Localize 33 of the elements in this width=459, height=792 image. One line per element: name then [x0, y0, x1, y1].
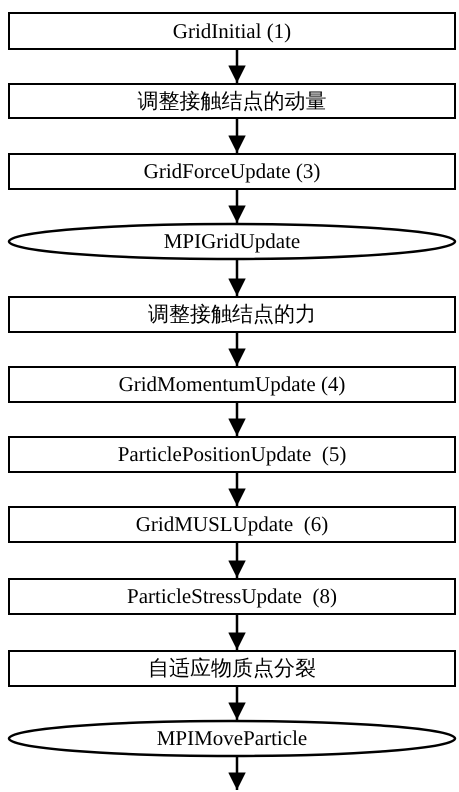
step-label: 调整接触结点的动量 [138, 90, 326, 112]
process-box [8, 153, 456, 190]
process-box [8, 506, 456, 543]
process-ellipse [8, 720, 456, 757]
step-label: GridForceUpdate (3) [144, 161, 320, 182]
process-box [8, 83, 456, 119]
step-label: GridInitial (1) [172, 20, 292, 42]
arrow [228, 615, 246, 650]
arrow [228, 757, 246, 790]
step-label: 自适应物质点分裂 [148, 658, 316, 679]
step-label: ParticleStressUpdate (8) [127, 586, 337, 607]
arrow [228, 333, 246, 366]
step-label: MPIGridUpdate [164, 231, 300, 252]
step-label: MPIMoveParticle [156, 728, 308, 749]
process-box [8, 366, 456, 403]
arrow [228, 119, 246, 153]
arrow [228, 403, 246, 436]
arrow [228, 260, 246, 296]
process-box [8, 578, 456, 615]
step-label: 调整接触结点的力 [148, 304, 316, 325]
process-box [8, 296, 456, 333]
step-label: ParticlePositionUpdate (5) [118, 444, 346, 465]
arrow [228, 687, 246, 720]
arrow [228, 543, 246, 578]
arrow [228, 190, 246, 223]
process-box [8, 650, 456, 687]
process-box [8, 12, 456, 50]
step-label: GridMomentumUpdate (4) [118, 374, 346, 395]
arrow [228, 50, 246, 83]
process-ellipse [8, 223, 456, 260]
arrow [228, 473, 246, 506]
process-box [8, 436, 456, 473]
step-label: GridMUSLUpdate (6) [136, 514, 328, 535]
